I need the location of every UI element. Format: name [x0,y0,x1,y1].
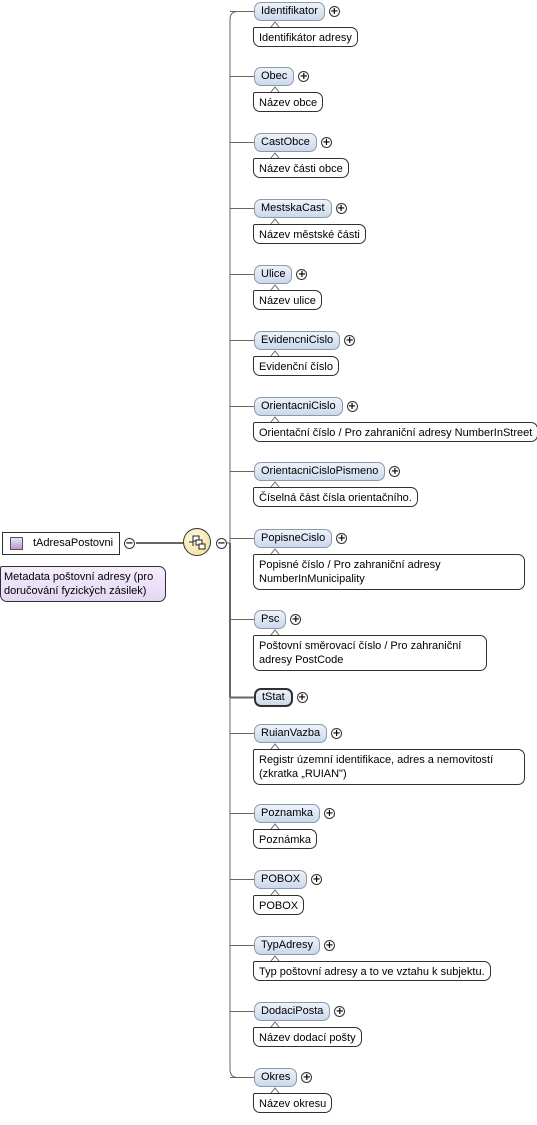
expand-toggle-psc[interactable]: + [290,614,302,625]
element-okres[interactable]: Okres [254,1068,298,1087]
documentation-poznamka: Poznámka [253,829,317,849]
element-evidencnicislo[interactable]: EvidencniCislo [254,331,341,350]
documentation-obec: Název obce [253,92,324,112]
sequence-glyph [189,535,206,550]
expand-toggle-pobox[interactable]: + [311,874,323,885]
root-collapse-toggle[interactable]: − [124,538,135,549]
element-pobox[interactable]: POBOX [254,870,308,889]
documentation-evidencnicislo: Evidenční číslo [253,356,339,376]
documentation-identifikator: Identifikátor adresy [253,27,358,47]
expand-toggle-popisnecislo[interactable]: + [336,533,348,544]
sequence-compositor-icon[interactable] [183,528,211,556]
documentation-orientacnicislo: Orientační číslo / Pro zahraniční adresy… [253,422,537,442]
element-dodaciposta[interactable]: DodaciPosta [254,1002,331,1021]
documentation-okres: Název okresu [253,1093,333,1113]
element-orientacnicislo[interactable]: OrientacniCislo [254,397,343,416]
expand-toggle-mestskacast[interactable]: + [335,203,347,214]
element-psc[interactable]: Psc [254,610,287,629]
root-documentation: Metadata poštovní adresy (pro doručování… [0,566,166,602]
expand-toggle-orientacnicislopismeno[interactable]: + [389,466,401,477]
sequence-collapse-toggle[interactable]: − [216,538,227,549]
element-orientacnicislopismeno[interactable]: OrientacniCisloPismeno [254,462,386,481]
root-type-box[interactable]: tAdresaPostovni [2,532,120,555]
documentation-ruianvazba: Registr územní identifikace, adres a nem… [253,749,525,785]
expand-toggle-dodaciposta[interactable]: + [334,1006,346,1017]
element-ruianvazba[interactable]: RuianVazba [254,724,328,743]
element-identifikator[interactable]: Identifikator [254,2,325,21]
documentation-typadresy: Typ poštovní adresy a to ve vztahu k sub… [253,961,491,981]
element-tstat[interactable]: tStat [254,688,293,707]
expand-toggle-ruianvazba[interactable]: + [331,728,343,739]
expand-toggle-ulice[interactable]: + [296,269,308,280]
documentation-mestskacast: Název městské části [253,224,366,244]
documentation-psc: Poštovní směrovací číslo / Pro zahraničn… [253,635,487,671]
documentation-castobce: Název části obce [253,158,349,178]
expand-toggle-poznamka[interactable]: + [323,808,335,819]
root-type-name: tAdresaPostovni [33,537,114,549]
documentation-orientacnicislopismeno: Číselná část čísla orientačního. [253,487,418,507]
expand-toggle-castobce[interactable]: + [320,137,332,148]
documentation-ulice: Název ulice [253,290,322,310]
expand-toggle-typadresy[interactable]: + [323,940,335,951]
expand-toggle-okres[interactable]: + [301,1072,313,1083]
element-popisnecislo[interactable]: PopisneCislo [254,529,333,548]
expand-toggle-evidencnicislo[interactable]: + [344,335,356,346]
expand-toggle-obec[interactable]: + [298,71,310,82]
expand-toggle-identifikator[interactable]: + [328,6,340,17]
complex-type-icon [10,537,23,550]
element-poznamka[interactable]: Poznamka [254,804,320,823]
expand-toggle-tstat[interactable]: + [296,692,308,703]
documentation-popisnecislo: Popisné číslo / Pro zahraniční adresy Nu… [253,554,525,590]
element-obec[interactable]: Obec [254,67,295,86]
element-castobce[interactable]: CastObce [254,133,317,152]
element-mestskacast[interactable]: MestskaCast [254,199,332,218]
documentation-dodaciposta: Název dodací pošty [253,1027,362,1047]
expand-toggle-orientacnicislo[interactable]: + [346,401,358,412]
element-ulice[interactable]: Ulice [254,265,293,284]
documentation-pobox: POBOX [253,895,305,915]
element-typadresy[interactable]: TypAdresy [254,936,320,955]
